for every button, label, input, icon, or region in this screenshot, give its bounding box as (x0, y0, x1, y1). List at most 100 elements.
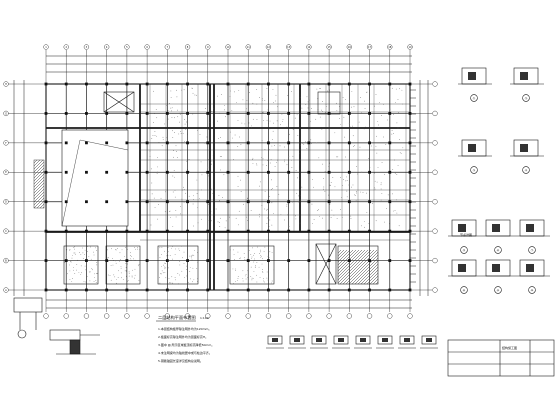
stipple-dot (374, 180, 376, 182)
stipple-dot (296, 192, 298, 194)
stipple-dot (398, 225, 400, 227)
stipple-dot (95, 282, 97, 283)
stipple-dot (280, 214, 282, 216)
stipple-dot (252, 157, 254, 159)
stipple-dot (117, 248, 118, 249)
stipple-dot (260, 256, 262, 258)
stipple-dot (299, 153, 301, 155)
stipple-dot (254, 258, 255, 260)
stipple-dot (115, 249, 117, 251)
stipple-dot (171, 107, 173, 109)
column (408, 82, 412, 86)
stipple-dot (396, 212, 398, 214)
column (206, 141, 210, 145)
axis-bubble (3, 287, 9, 293)
stipple-dot (264, 149, 266, 150)
stipple-dot (306, 96, 308, 98)
column (327, 288, 331, 292)
stipple-dot (270, 159, 272, 160)
stipple-dot (95, 280, 97, 281)
stipple-dot (216, 120, 218, 122)
column (307, 170, 311, 174)
stipple-dot (137, 248, 138, 250)
stipple-dot (223, 174, 225, 176)
stipple-dot (154, 207, 156, 209)
stipple-dot (210, 220, 212, 222)
stipple-dot (345, 156, 346, 158)
stipple-dot (308, 122, 310, 124)
stipple-dot (152, 135, 154, 136)
stipple-dot (211, 160, 213, 162)
column (85, 288, 88, 292)
stipple-dot (172, 150, 174, 151)
detail-column (520, 72, 528, 80)
detail-bubble (528, 286, 536, 294)
stipple-dot (172, 246, 174, 247)
stipple-dot (317, 109, 319, 110)
stipple-dot (354, 145, 356, 147)
stipple-dot (218, 194, 220, 196)
stipple-dot (268, 256, 270, 258)
stipple-dot (358, 121, 360, 123)
stipple-dot (187, 111, 189, 112)
axis-label-col: 9 (207, 46, 209, 49)
stipple-dot (383, 136, 384, 138)
column (165, 229, 169, 233)
stipple-dot (186, 269, 187, 270)
hatch-line (34, 179, 44, 191)
stipple-dot (276, 186, 278, 187)
stipple-dot (107, 274, 109, 276)
axis-bubble (205, 313, 211, 319)
bottom-detail-core (360, 338, 366, 342)
axis-bubble (3, 228, 9, 234)
stipple-dot (153, 121, 154, 123)
stipple-dot (325, 106, 327, 108)
stipple-dot (317, 98, 319, 99)
column (307, 112, 311, 115)
stipple-dot (217, 137, 219, 139)
stipple-dot (284, 159, 285, 161)
stipple-dot (96, 273, 98, 274)
bottom-detail (399, 335, 415, 345)
axis-bubble (432, 199, 438, 205)
stipple-dot (132, 269, 133, 271)
stipple-dot (266, 159, 268, 161)
stipple-dot (320, 88, 321, 89)
detail-bubble (528, 246, 536, 254)
stipple-dot (286, 203, 288, 205)
stipple-dot (329, 203, 331, 205)
stipple-dot (75, 269, 77, 271)
axis-bubble (164, 44, 170, 50)
stipple-dot (251, 125, 252, 127)
stipple-dot (394, 172, 396, 174)
column (408, 112, 412, 115)
column (307, 141, 311, 145)
stipple-dot (74, 273, 76, 274)
stipple-dot (284, 146, 286, 148)
stipple-dot (339, 106, 340, 107)
axis-label-row: D (5, 201, 7, 204)
stipple-dot (73, 267, 74, 268)
axis-label-col: 18 (388, 46, 392, 49)
stipple-dot (395, 88, 397, 90)
stipple-dot (256, 262, 258, 263)
stipple-dot (379, 102, 380, 104)
stipple-dot (94, 273, 95, 275)
stipple-dot (288, 155, 290, 157)
stipple-dot (96, 262, 98, 263)
stipple-dot (96, 264, 98, 266)
stipple-dot (82, 258, 84, 259)
stipple-dot (192, 281, 193, 283)
stipple-dot (252, 118, 254, 120)
axis-bubble (3, 110, 9, 117)
stipple-dot (268, 226, 270, 228)
column (145, 229, 149, 233)
stipple-dot (336, 110, 338, 111)
column (408, 229, 412, 233)
stipple-dot (331, 209, 333, 211)
column (186, 82, 189, 86)
stipple-dot (351, 106, 352, 108)
stipple-dot (229, 202, 231, 203)
stipple-dot (318, 157, 320, 159)
column (226, 141, 230, 145)
